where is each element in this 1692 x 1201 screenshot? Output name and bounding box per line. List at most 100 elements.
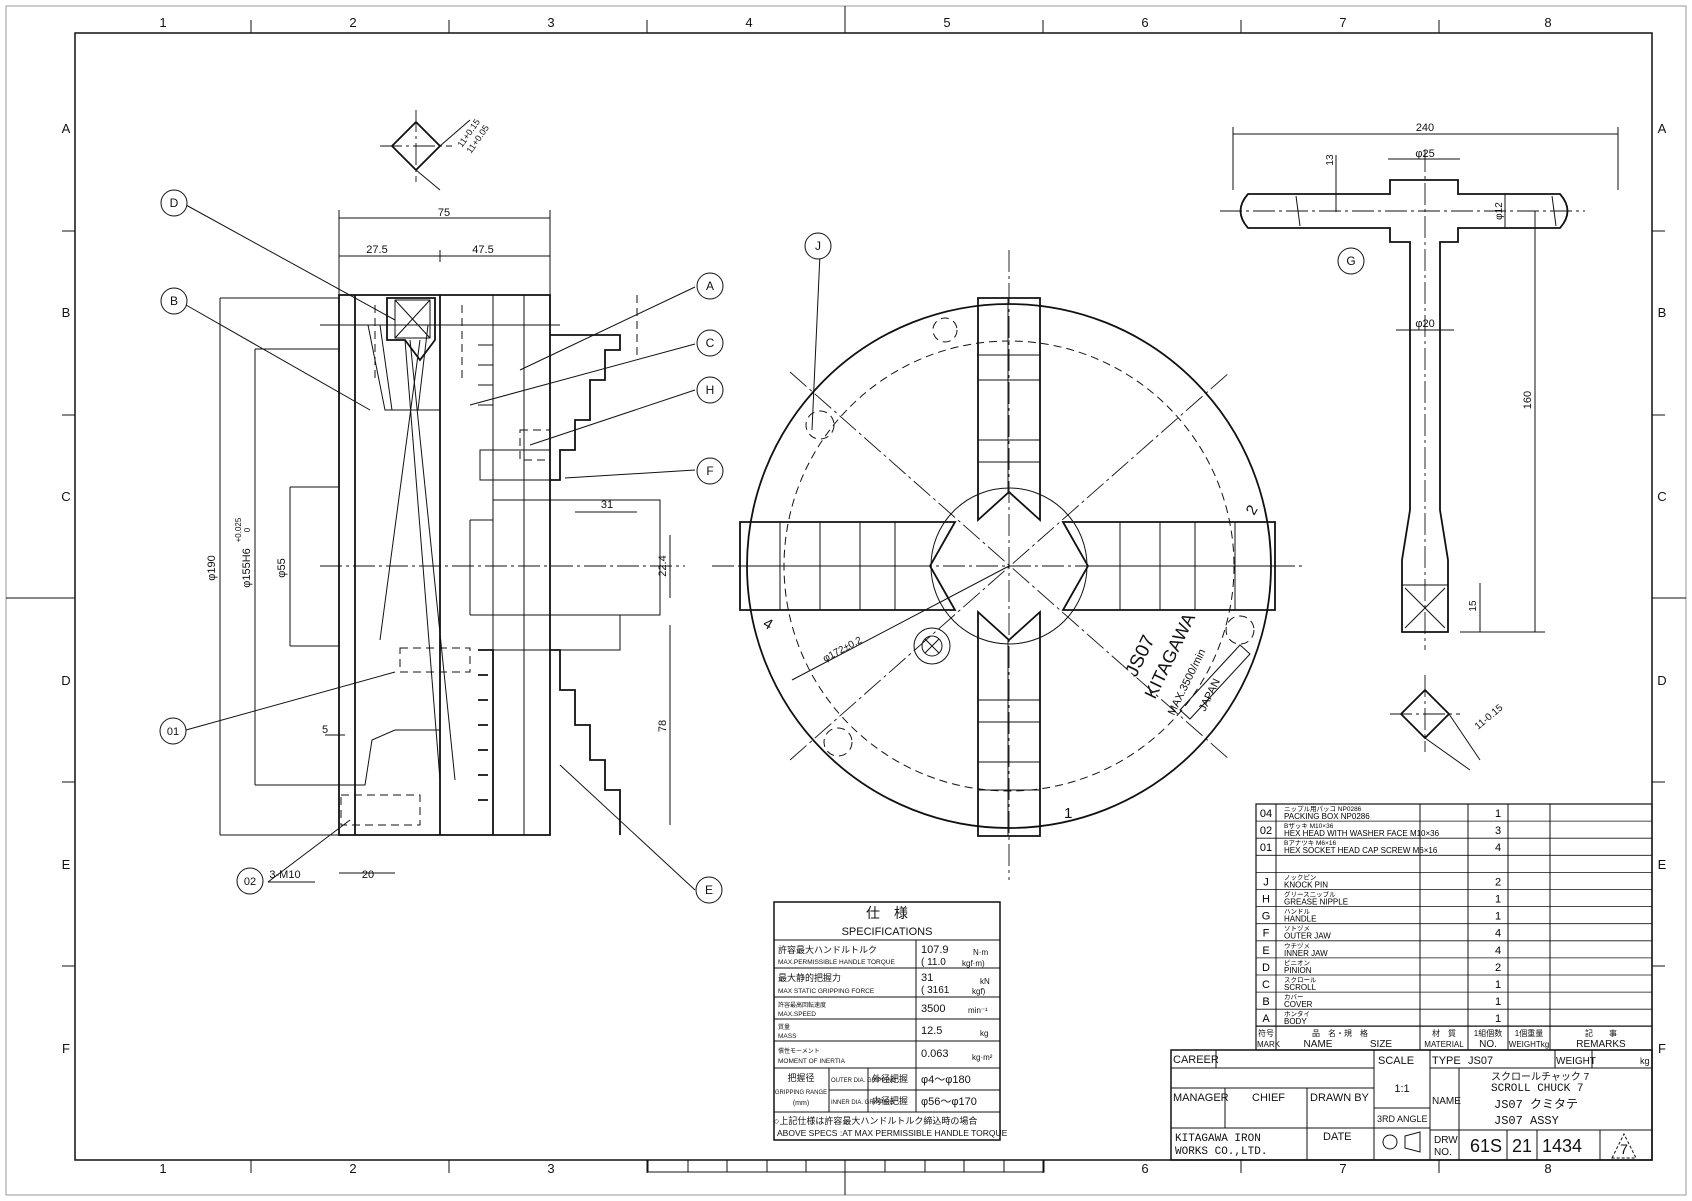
zone-row-a: A [62,121,71,136]
spec-outer-en: OUTER DIA. GRIPPING [831,1078,897,1084]
balloon-f: F [706,464,713,478]
spec-force-v1: 31 [921,972,933,984]
spec-mass-jp: 質量 [778,1023,790,1031]
parts-row-mark: F [1263,928,1270,940]
zone-col-2: 2 [349,15,356,30]
spec-torque-v1: 107.9 [921,944,949,956]
tb-angle: 3RD ANGLE [1377,1114,1428,1124]
parts-row-name-jp: スクロール [1284,976,1317,984]
tb-name-en: SCROLL CHUCK 7 [1491,1083,1583,1095]
dim-phi155-tol-up: +0.025 [234,517,243,542]
spec-mass-v1: 12.5 [921,1025,942,1037]
ph-mark-en: MARK [1257,1040,1281,1049]
parts-row-name-jp: Bザッキ M10×36 [1284,822,1334,830]
ph-wt-jp: 1個重量 [1515,1028,1543,1038]
spec-outer-jp: 外径把握 [872,1073,908,1084]
parts-row-name-en: HEX HEAD WITH WASHER FACE M10×36 [1284,829,1440,838]
tb-name-jp: スクロールチャック 7 [1491,1071,1590,1083]
tb-drw-label-1: DRW [1434,1135,1458,1146]
zone-row-d-right: D [1657,673,1666,688]
parts-row-qty: 2 [1495,962,1501,974]
zone-col-7-bottom: 7 [1339,1161,1346,1176]
parts-row-mark: G [1262,911,1271,923]
spec-inertia-jp: 慣性モーメント [778,1047,820,1055]
spec-torque-en: MAX.PERMISSIBLE HANDLE TORQUE [778,959,895,966]
balloon-j: J [815,239,821,253]
zone-col-7: 7 [1339,15,1346,30]
balloon-01: 01 [167,726,179,738]
tb-drw-3: 1434 [1542,1136,1582,1156]
balloon-b: B [170,294,178,308]
dim-handle-160: 160 [1522,391,1534,409]
dim-handle-phi20: φ20 [1415,318,1434,330]
tb-company-2: WORKS CO.,LTD. [1175,1146,1267,1158]
parts-row-qty: 1 [1495,894,1501,906]
spec-force-jp: 最大静的把握力 [778,972,841,983]
parts-row-qty: 2 [1495,876,1501,888]
spec-mass-u1: kg [980,1029,988,1038]
spec-mass-en: MASS [778,1033,797,1040]
dim-20: 20 [362,869,374,881]
dim-handle-phi12: φ12 [1494,202,1505,220]
tb-type: JS07 [1468,1055,1493,1067]
spec-speed-v1: 3500 [921,1003,945,1015]
parts-row-name-jp: ソトヅメ [1284,925,1310,933]
parts-row-qty: 4 [1495,842,1501,854]
spec-grip-en: GRIPPING RANGE [775,1090,827,1096]
zone-ticks [6,6,1686,1195]
zone-row-f: F [62,1041,70,1056]
parts-row-qty: 4 [1495,945,1501,957]
spec-note-en: ABOVE SPECS :AT MAX PERMISSIBLE HANDLE T… [777,1128,1008,1138]
ph-no-jp: 1組個数 [1474,1028,1502,1038]
parts-row-mark: 01 [1260,842,1272,854]
spec-force-v2: ( 3161 [921,985,950,996]
dim-phi190: φ190 [206,555,218,581]
parts-row-name-jp: Bアナツキ M6×16 [1284,839,1336,847]
spec-torque-jp: 許容最大ハンドルトルク [778,944,877,955]
dim-3-m10: 3-M10 [269,869,300,881]
tb-weight-label: WEIGHT [1556,1056,1596,1067]
dim-handle-240: 240 [1416,122,1434,134]
parts-row-name-en: HANDLE [1284,915,1316,924]
tb-chief: CHIEF [1252,1092,1285,1104]
tb-scale-label: SCALE [1378,1055,1414,1067]
ph-mat-en: MATERIAL [1424,1040,1464,1049]
parts-row-name-en: COVER [1284,1000,1313,1009]
parts-row-qty: 4 [1495,928,1501,940]
parts-row-mark: C [1262,979,1270,991]
parts-row-qty: 1 [1495,1013,1501,1025]
spec-inner-val: φ56～φ170 [921,1096,977,1108]
dim-phi155-tol-lo: 0 [243,527,252,532]
zone-row-e: E [62,857,71,872]
jaw-number-4: 4 [760,615,776,634]
dim-47-5: 47.5 [472,244,493,256]
zone-col-6-bottom: 6 [1141,1161,1148,1176]
tb-weight-unit: kg [1640,1056,1650,1066]
zone-row-c: C [61,489,70,504]
parts-row-name-jp: ハンドル [1284,909,1311,916]
tb-type-label: TYPE [1432,1055,1461,1067]
parts-row-name-en: PINION [1284,966,1312,975]
zone-row-a-right: A [1658,121,1667,136]
handle-view [1220,127,1619,771]
tb-manager: MANAGER [1173,1092,1229,1104]
jaw-number-2: 2 [1243,502,1262,518]
parts-row-name-jp: ホンタイ [1284,1009,1310,1018]
zone-col-2-bottom: 2 [349,1161,356,1176]
spec-torque-u1: N·m [973,948,988,957]
dim-5: 5 [322,724,328,736]
tb-name-en2: JS07 ASSY [1494,1114,1559,1128]
parts-row-mark: H [1262,894,1270,906]
parts-row-qty: 1 [1495,808,1501,820]
tb-rev: 7 [1620,1141,1628,1157]
parts-row-name-en: BODY [1284,1017,1307,1026]
spec-speed-en: MAX.SPEED [778,1011,816,1018]
dim-handle-15: 15 [1468,600,1479,612]
balloon-e: E [705,883,713,897]
balloon-h: H [706,383,715,397]
tb-drw-1: 61S [1470,1136,1502,1156]
tb-drw-label-2: NO. [1434,1147,1452,1158]
balloons [159,189,1365,904]
